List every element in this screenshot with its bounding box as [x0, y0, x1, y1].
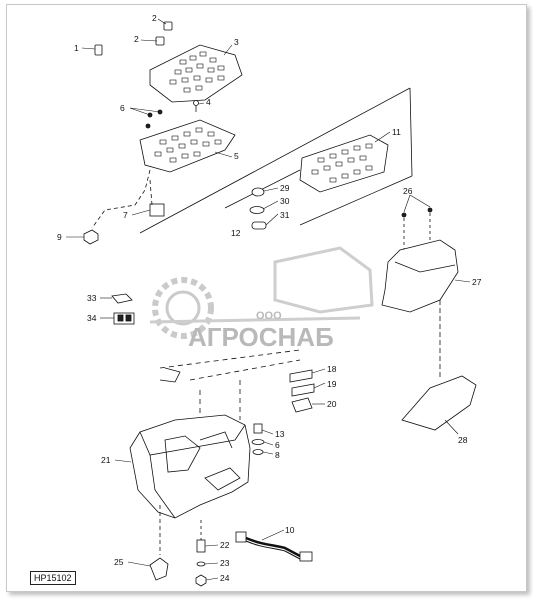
part-9-nut — [83, 229, 99, 245]
callout-12: 12 — [231, 228, 241, 238]
part-28-pad — [401, 375, 477, 431]
diagram-reference-code: HP15102 — [30, 571, 76, 585]
callout-4: 4 — [206, 97, 211, 107]
callout-11: 11 — [392, 127, 401, 137]
callout-34: 34 — [87, 313, 97, 323]
leader-lines — [66, 18, 471, 581]
part-33-switch — [111, 293, 133, 304]
part-1-connector — [94, 44, 103, 56]
callout-8: 8 — [275, 450, 280, 460]
part-6-pins — [145, 109, 163, 129]
callout-13: 13 — [275, 429, 285, 439]
callout-20: 20 — [327, 399, 337, 409]
part-13-6-8-fasteners — [251, 423, 265, 455]
callout-27: 27 — [472, 277, 482, 287]
callout-33: 33 — [87, 293, 97, 303]
part-26-screws — [401, 207, 433, 250]
part-29-30-31-caps — [249, 187, 267, 230]
watermark: ООО АГРОСНАБ — [149, 246, 374, 352]
callout-18: 18 — [327, 364, 337, 374]
part-25-clip — [149, 505, 169, 581]
part-21-housing — [129, 414, 251, 519]
part-2-standoffs — [155, 21, 173, 46]
callout-3: 3 — [234, 37, 239, 47]
callout-29: 29 — [280, 183, 290, 193]
callout-26: 26 — [403, 186, 413, 196]
callout-5: 5 — [234, 151, 239, 161]
circuit-board-5 — [139, 119, 236, 173]
callout-2: 2 — [134, 34, 139, 44]
circuit-board-11 — [299, 134, 389, 193]
callout-1: 1 — [74, 43, 79, 53]
part-4-screw — [193, 100, 199, 112]
callout-30: 30 — [280, 196, 290, 206]
circuit-board-3 — [149, 44, 243, 103]
callout-31: 31 — [280, 210, 290, 220]
callout-2: 2 — [152, 13, 157, 23]
leader-dash-9 — [91, 169, 151, 229]
part-7-relay — [149, 203, 165, 217]
part-10-harness — [235, 531, 313, 562]
callout-6: 6 — [120, 103, 125, 113]
callout-24: 24 — [220, 573, 230, 583]
callout-21: 21 — [101, 455, 111, 465]
watermark-gear-icon — [152, 277, 214, 339]
callout-23: 23 — [220, 558, 230, 568]
assembly-guide-lines — [159, 349, 301, 430]
part-18-19-20-labels — [289, 369, 315, 413]
callout-7: 7 — [123, 210, 128, 220]
callout-22: 22 — [220, 540, 230, 550]
watermark-harvester-icon — [273, 246, 374, 314]
callout-labels: 1 2 2 3 4 5 6 7 9 11 12 29 30 31 26 27 2… — [57, 13, 482, 583]
callout-6: 6 — [275, 440, 280, 450]
part-34-switch — [113, 312, 135, 325]
callout-19: 19 — [327, 379, 337, 389]
callout-10: 10 — [285, 525, 295, 535]
watermark-prefix: ООО — [256, 310, 282, 322]
callout-25: 25 — [114, 557, 124, 567]
callout-9: 9 — [57, 232, 62, 242]
watermark-company-name: АГРОСНАБ — [188, 322, 334, 352]
part-bracket — [159, 367, 181, 383]
callout-28: 28 — [458, 435, 468, 445]
part-22-23-24-hardware — [195, 520, 207, 587]
part-27-cover — [381, 239, 459, 313]
